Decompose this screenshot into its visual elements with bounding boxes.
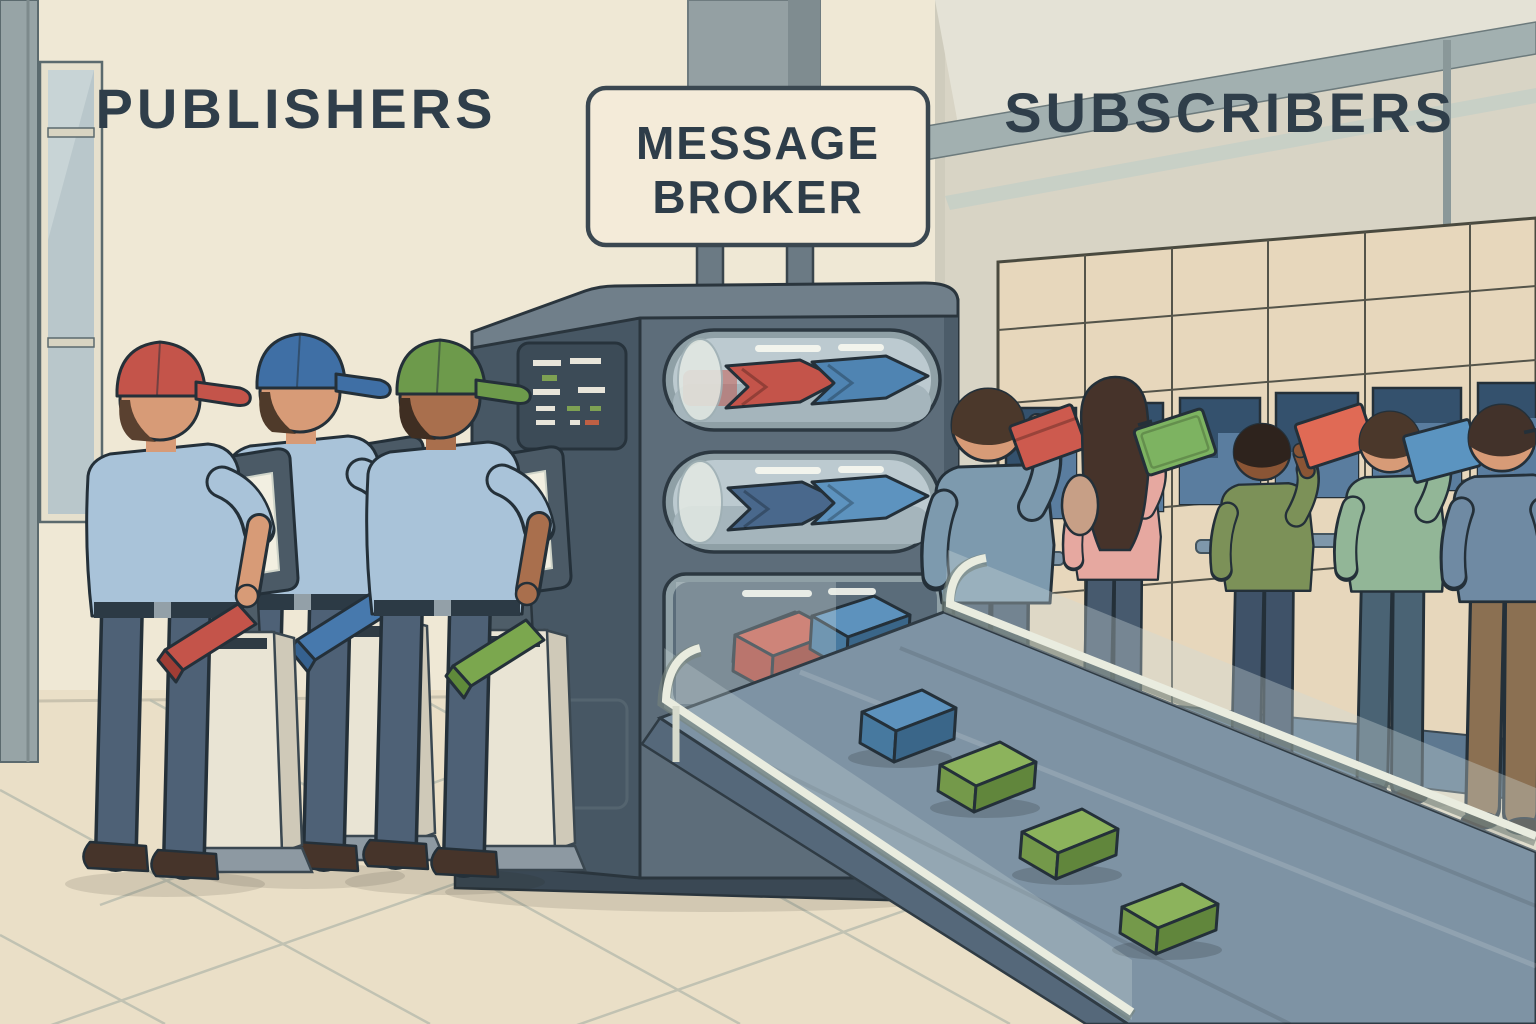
- indicator-lights: [533, 358, 605, 425]
- sign-board: [585, 85, 931, 248]
- glasses-icon: [1523, 428, 1536, 435]
- sign-line-1: MESSAGE: [636, 117, 880, 169]
- belt-package-green-3: [1112, 882, 1222, 960]
- subscriber-5: [1433, 405, 1536, 842]
- subscribers-group: [913, 377, 1536, 864]
- control-panel: [516, 341, 628, 451]
- pillar: [0, 0, 39, 763]
- guard-rail: [657, 550, 1536, 1022]
- support-pole: [1443, 40, 1451, 230]
- glasses-icon: [1137, 419, 1153, 427]
- package-red: [156, 602, 258, 684]
- subscribers-label: SUBSCRIBERS: [1004, 81, 1456, 144]
- message-broker-sign: MESSAGE BROKER: [585, 85, 931, 248]
- package-green: [444, 618, 546, 700]
- tube-end-cap: [677, 460, 723, 544]
- sign-line-2: BROKER: [652, 171, 863, 223]
- publishers-label: PUBLISHERS: [96, 77, 497, 140]
- ceiling-beam-2: [945, 88, 1536, 210]
- envelope-green: [1132, 407, 1218, 477]
- queue-tube-2: [662, 450, 942, 554]
- window: [38, 60, 104, 524]
- tube-end-cap: [677, 338, 723, 422]
- queue-tube-1: [662, 328, 942, 432]
- belt-package-green-2: [1012, 807, 1122, 885]
- envelope-red: [1008, 403, 1088, 471]
- machine-top: [470, 281, 960, 350]
- belt-package-blue: [848, 688, 958, 768]
- belt-package-green-1: [930, 740, 1040, 818]
- publishers-group: [65, 334, 585, 897]
- shoulder-bag: [1060, 473, 1100, 537]
- broker-column-shade: [788, 0, 820, 94]
- conveyor-belt: [640, 550, 1536, 1024]
